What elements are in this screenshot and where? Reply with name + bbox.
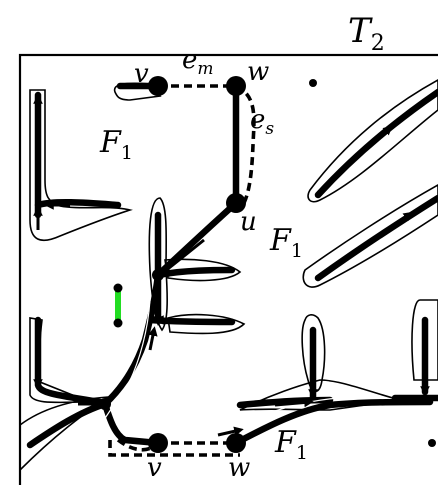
frame-border <box>18 53 438 485</box>
label-w-bottom: w <box>228 453 250 483</box>
label-e-m: em <box>182 45 214 79</box>
small-dot-green-top <box>113 283 123 293</box>
label-v-top: v <box>134 59 149 89</box>
vertex-u <box>226 193 246 213</box>
vertex-lower <box>99 398 111 410</box>
label-f1-bottom: F1 <box>274 425 308 464</box>
small-dot-green-bottom <box>113 318 123 328</box>
vertex-w-top <box>226 76 246 96</box>
label-f1-right: F1 <box>269 223 303 262</box>
title-sub: 2 <box>371 31 385 56</box>
vertex-w-bottom <box>226 433 246 453</box>
face-labels: F1 F1 F1 <box>99 125 308 464</box>
vertex-dots <box>99 76 436 453</box>
label-w-top: w <box>247 57 269 87</box>
title-label: T2 <box>348 11 385 56</box>
vertex-labels: v w u v w <box>134 57 269 483</box>
label-u: u <box>240 207 257 237</box>
dashed-edges <box>108 84 256 457</box>
vertex-v-bottom <box>148 433 168 453</box>
inner-highlights <box>103 299 341 421</box>
direction-arrows <box>33 94 430 437</box>
edge-labels: em es <box>182 45 274 139</box>
svg-text:T2: T2 <box>348 11 385 56</box>
title-main: T <box>348 11 373 51</box>
small-dot-bottom-right <box>428 439 436 447</box>
label-v-bottom: v <box>147 453 162 483</box>
small-dot-top-right <box>309 79 317 87</box>
vertex-v-top <box>148 76 168 96</box>
vertex-inner <box>152 269 164 281</box>
label-e-s: es <box>250 105 274 139</box>
label-f1-left: F1 <box>99 125 133 164</box>
